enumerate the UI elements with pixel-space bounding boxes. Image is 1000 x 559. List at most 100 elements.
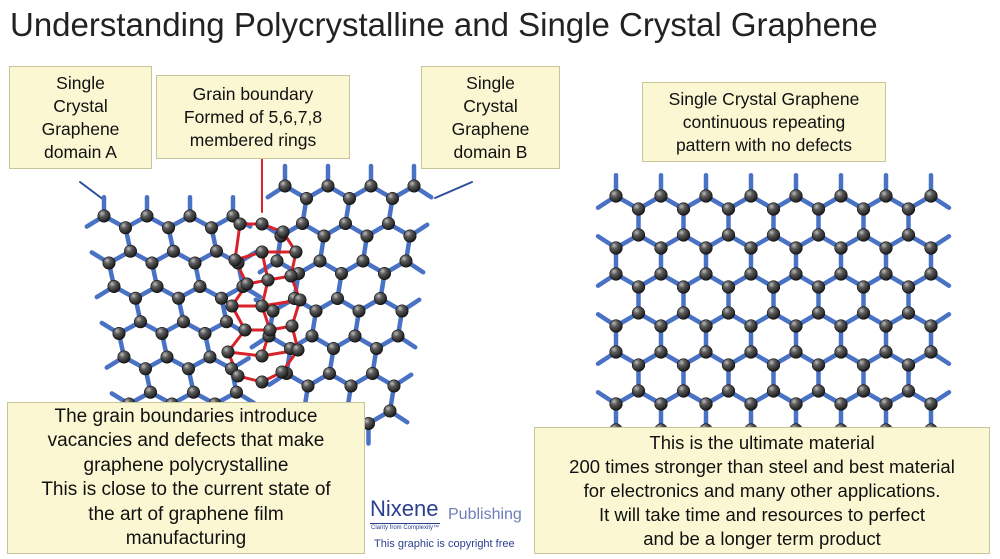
label-line: Single [56,72,105,93]
page-title: Understanding Polycrystalline and Single… [10,6,878,43]
logo-rule [370,523,440,524]
carbon-atom [188,256,202,270]
carbon-atom [721,306,736,320]
carbon-atom [766,228,781,242]
label-line: Single Crystal Graphene [668,88,860,109]
carbon-atom [676,202,691,216]
carbon-atom [203,350,217,364]
carbon-atom [811,306,826,320]
carbon-atom [261,273,275,287]
caption-line: This is close to the current state of [41,479,331,500]
carbon-atom [901,384,916,398]
carbon-atom [231,369,245,383]
carbon-atom [654,345,668,359]
carbon-atom [609,189,623,203]
carbon-atom [334,266,348,280]
caption-line: graphene polycrystalline [83,454,289,476]
label-line: Crystal [463,95,518,116]
carbon-atom [317,229,331,243]
carbon-atom [155,326,169,340]
carbon-atom [365,366,379,380]
carbon-atom [856,306,871,320]
caption-polycrystalline: The grain boundaries introduce vacancies… [7,402,365,554]
carbon-atom [278,179,292,193]
carbon-atom [609,319,623,333]
carbon-atom [348,329,362,343]
carbon-atom [609,397,623,411]
carbon-atom [676,280,691,294]
carbon-atom [160,350,174,364]
caption-single-crystal: This is the ultimate material 200 times … [534,427,990,554]
carbon-atom [383,404,397,418]
carbon-atom [654,397,668,411]
carbon-atom [255,245,269,259]
label-line: Crystal [53,95,108,116]
carbon-atom [699,189,713,203]
carbon-atom [744,241,758,255]
label-line: domain A [44,141,117,162]
carbon-atom [102,256,116,270]
caption-line: for electronics and many other applicati… [583,479,941,501]
carbon-atom [255,349,269,363]
carbon-atom [322,366,336,380]
carbon-atom [834,189,848,203]
carbon-atom [107,279,121,293]
carbon-atom [789,319,803,333]
carbon-atom [924,397,938,411]
carbon-atom [364,179,378,193]
caption-line: the art of graphene film [88,503,284,525]
label-line: Graphene [451,118,530,139]
carbon-atom [811,228,826,242]
carbon-atom [255,299,269,313]
carbon-atom [811,384,826,398]
carbon-atom [631,358,646,372]
carbon-atom [263,323,277,337]
carbon-atom [879,345,893,359]
carbon-atom [356,254,370,268]
carbon-atom [631,306,646,320]
carbon-atom [342,192,356,206]
carbon-atom [240,277,254,291]
carbon-atom [676,306,691,320]
carbon-atom [309,304,323,318]
label-domain-a: Single Crystal Graphene domain A [9,66,152,169]
carbon-atom [789,267,803,281]
carbon-atom [330,291,344,305]
carbon-atom [721,228,736,242]
carbon-atom [162,221,176,235]
carbon-atom [360,229,374,243]
carbon-atom [631,280,646,294]
carbon-atom [721,280,736,294]
carbon-atom [789,241,803,255]
carbon-atom [183,209,197,223]
carbon-atom [387,379,401,393]
carbon-atom [834,267,848,281]
carbon-atom [385,192,399,206]
carbon-atom [321,179,335,193]
carbon-atom [676,384,691,398]
carbon-atom [789,397,803,411]
carbon-atom [134,315,148,329]
carbon-atom [879,241,893,255]
carbon-atom [676,358,691,372]
carbon-atom [140,209,154,223]
carbon-atom [744,397,758,411]
label-line: membered rings [189,129,317,150]
carbon-atom [187,385,201,399]
carbon-atom [124,244,138,258]
carbon-atom [699,241,713,255]
carbon-atom [167,244,181,258]
label-line: domain B [453,141,528,162]
label-line: pattern with no defects [675,134,853,155]
label-line: Single [466,72,515,93]
carbon-atom [172,291,186,305]
carbon-atom [699,267,713,281]
carbon-atom [699,319,713,333]
carbon-atom [145,256,159,270]
carbon-atom [654,241,668,255]
carbon-atom [391,329,405,343]
carbon-atom [856,358,871,372]
carbon-atom [338,217,352,231]
carbon-atom [301,379,315,393]
carbon-atom [352,304,366,318]
